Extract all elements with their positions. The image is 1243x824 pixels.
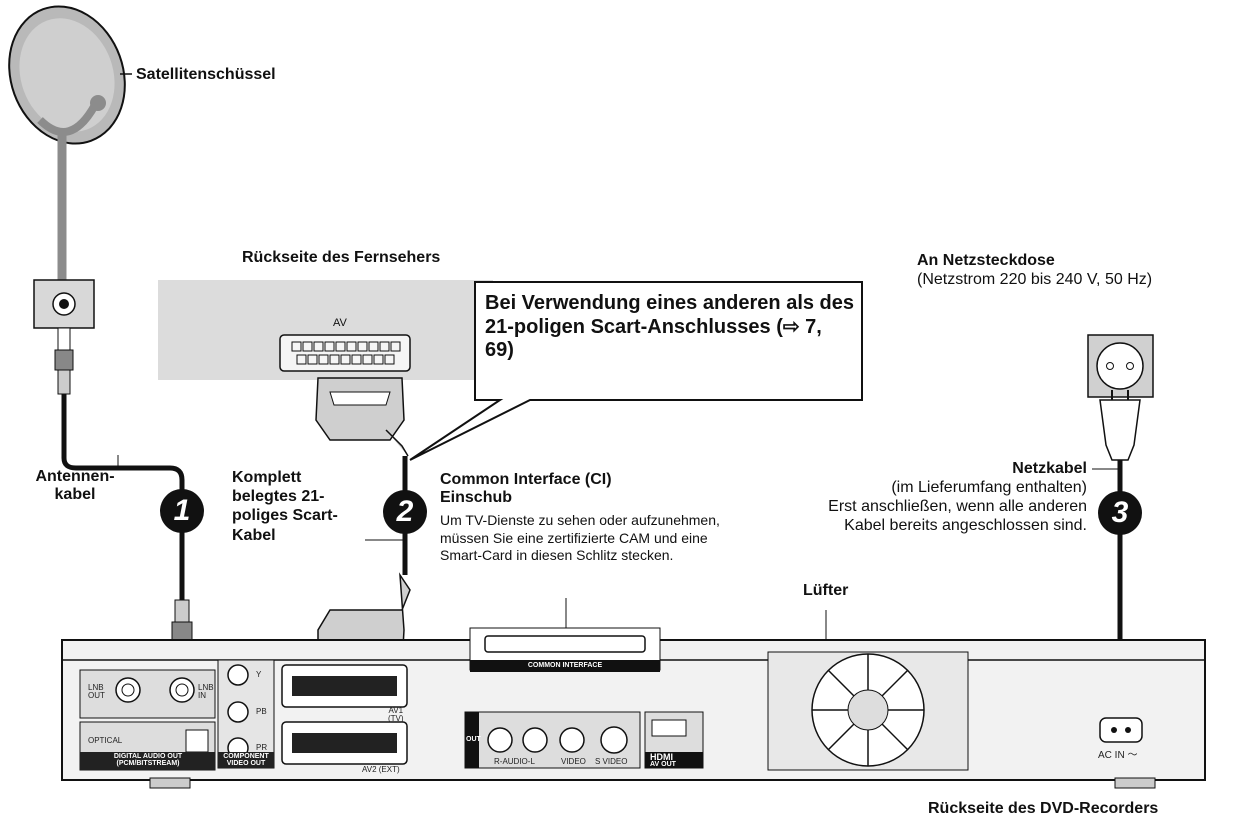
common-interface-label: COMMON INTERFACE [527, 662, 603, 669]
lnb-in-label: LNB IN [198, 683, 214, 700]
scart-cable-label: Komplett belegtes 21-poliges Scart-Kabel [232, 469, 338, 544]
ac-in-label: AC IN ～ [1098, 750, 1138, 761]
power-cable-note-3: Kabel bereits angeschlossen sind. [844, 517, 1087, 534]
optical-label: OPTICAL [88, 736, 123, 745]
satellite-dish-icon [8, 5, 132, 145]
pr-label: PR [256, 743, 268, 752]
hdmi-port [644, 711, 704, 769]
lnb-out-label: LNB OUT [88, 683, 105, 700]
step-3-badge [1098, 491, 1142, 535]
outlet-title: An Netzsteckdose [917, 252, 1055, 269]
ci-slot [469, 627, 661, 672]
step-3-number: 3 [1111, 496, 1129, 529]
power-cable-note-2: Erst anschließen, wenn alle anderen [828, 498, 1087, 515]
tv-av-label: AV [333, 317, 347, 329]
ac-inlet-port [1099, 717, 1143, 743]
antenna-wall-box [33, 279, 95, 329]
recorder-back-label: Rückseite des DVD-Recorders [928, 800, 1159, 817]
callout-box [409, 281, 863, 461]
antenna-cable [61, 394, 185, 600]
fan-grille-icon [767, 651, 969, 771]
antenna-plug-top [54, 327, 74, 395]
av2-label: AV2 (EXT) [362, 765, 400, 774]
tv-back-panel [158, 280, 493, 380]
ci-description: Um TV-Dienste zu sehen oder aufzunehmen,… [440, 512, 720, 563]
pb-label: PB [256, 707, 267, 716]
y-label: Y [256, 670, 262, 679]
step-2-badge [383, 490, 427, 534]
out-label: OUT [466, 736, 481, 743]
component-video-out-label: COMPONENT VIDEO OUT [223, 753, 269, 767]
scart-plug-top [315, 377, 409, 457]
power-cable-note-1: (im Lieferumfang enthalten) [891, 479, 1087, 496]
power-plug [1099, 390, 1141, 461]
hdmi-label: HDMI [650, 752, 673, 762]
ci-title: Common Interface (CI) Einschub [440, 471, 612, 507]
step-1-badge [160, 489, 204, 533]
av-out-label: AV OUT [650, 761, 676, 768]
scart-av1-port [281, 664, 408, 708]
av1-label: AV1 (TV) [388, 706, 404, 723]
fan-label: Lüfter [803, 582, 849, 599]
av-out-panel [464, 711, 641, 769]
tv-back-label: Rückseite des Fernsehers [242, 249, 441, 266]
power-cable-title: Netzkabel [1012, 460, 1087, 477]
satellite-dish-label: Satellitenschüssel [136, 66, 276, 83]
wall-outlet-icon [1087, 334, 1154, 398]
component-video-panel [217, 659, 275, 769]
s-video-label: S VIDEO [595, 757, 628, 766]
antenna-cable-label: Antennen- kabel [35, 468, 115, 504]
outlet-subtitle: (Netzstrom 220 bis 240 V, 50 Hz) [917, 271, 1153, 288]
scart-av2-port [281, 721, 408, 765]
step-2-number: 2 [396, 495, 414, 528]
step-1-number: 1 [173, 494, 191, 527]
lnb-panel [79, 669, 216, 771]
video-label: VIDEO [561, 757, 586, 766]
digital-audio-out-label: DIGITAL AUDIO OUT (PCM/BITSTREAM) [113, 753, 183, 767]
r-audio-l-label: R-AUDIO-L [494, 757, 535, 766]
callout-text: Bei Verwendung eines anderen als des 21-… [485, 292, 855, 362]
